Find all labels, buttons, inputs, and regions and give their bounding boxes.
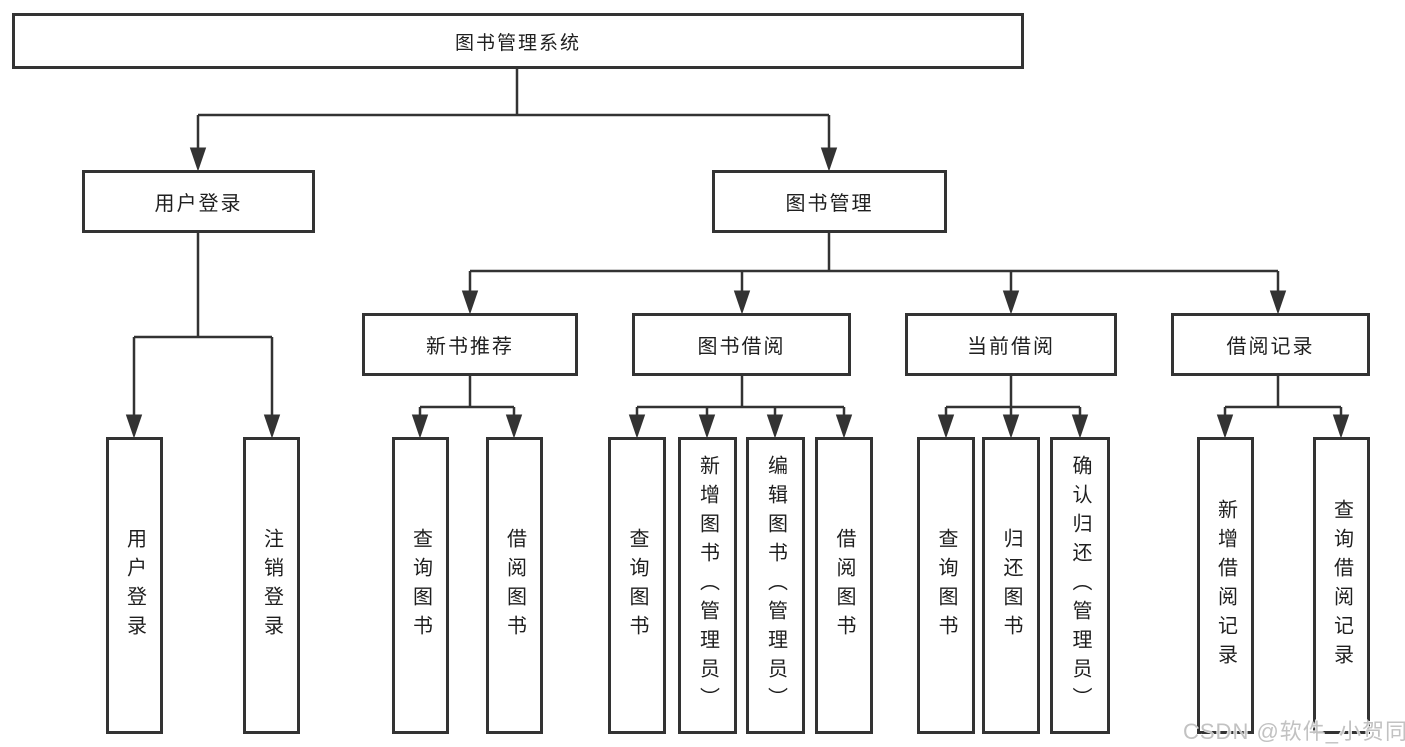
leaf-query-books: 查询图书 bbox=[917, 437, 975, 734]
node-label: 新书推荐 bbox=[426, 336, 514, 358]
leaf-user-login: 用户登录 bbox=[106, 437, 163, 734]
leaf-logout: 注销登录 bbox=[243, 437, 300, 734]
leaf-confirm-return-admin: 确认归还（管理员） bbox=[1050, 437, 1110, 734]
csdn-watermark: CSDN @软件_小贺同学 bbox=[1183, 719, 1405, 744]
node-library-system: 图书管理系统 bbox=[12, 13, 1024, 69]
leaf-add-borrow-record: 新增借阅记录 bbox=[1197, 437, 1254, 734]
leaf-label: 查询图书 bbox=[409, 527, 432, 644]
leaf-borrow-books: 借阅图书 bbox=[486, 437, 543, 734]
leaf-borrow-books: 借阅图书 bbox=[815, 437, 873, 734]
leaf-add-books-admin: 新增图书（管理员） bbox=[678, 437, 737, 734]
leaf-label: 查询图书 bbox=[935, 527, 957, 644]
leaf-label: 归还图书 bbox=[1000, 527, 1022, 644]
leaf-label: 查询借阅记录 bbox=[1330, 498, 1353, 673]
node-label: 图书借阅 bbox=[697, 336, 786, 358]
node-label: 当前借阅 bbox=[967, 336, 1055, 358]
leaf-label: 新增借阅记录 bbox=[1214, 498, 1237, 673]
leaf-query-books: 查询图书 bbox=[608, 437, 666, 734]
node-current-borrowing: 当前借阅 bbox=[905, 313, 1117, 376]
node-label: 用户登录 bbox=[154, 193, 243, 215]
leaf-query-borrow-record: 查询借阅记录 bbox=[1313, 437, 1370, 734]
node-label: 图书管理系统 bbox=[454, 32, 581, 54]
leaf-label: 借阅图书 bbox=[833, 527, 855, 644]
node-user-login: 用户登录 bbox=[82, 170, 315, 233]
leaf-edit-books-admin: 编辑图书（管理员） bbox=[746, 437, 805, 734]
leaf-label: 借阅图书 bbox=[503, 527, 526, 644]
leaf-query-books: 查询图书 bbox=[392, 437, 449, 734]
leaf-label: 确认归还（管理员） bbox=[1069, 455, 1091, 716]
node-book-management: 图书管理 bbox=[712, 170, 947, 233]
node-label: 借阅记录 bbox=[1226, 336, 1315, 358]
node-new-book-recommend: 新书推荐 bbox=[362, 313, 578, 376]
leaf-label: 编辑图书（管理员） bbox=[764, 455, 787, 716]
node-borrowing-records: 借阅记录 bbox=[1171, 313, 1370, 376]
leaf-label: 注销登录 bbox=[260, 527, 283, 644]
leaf-label: 用户登录 bbox=[123, 527, 146, 644]
leaf-return-books: 归还图书 bbox=[982, 437, 1040, 734]
leaf-label: 查询图书 bbox=[626, 527, 648, 644]
node-book-borrowing: 图书借阅 bbox=[632, 313, 851, 376]
leaf-label: 新增图书（管理员） bbox=[696, 455, 719, 716]
node-label: 图书管理 bbox=[785, 193, 874, 215]
